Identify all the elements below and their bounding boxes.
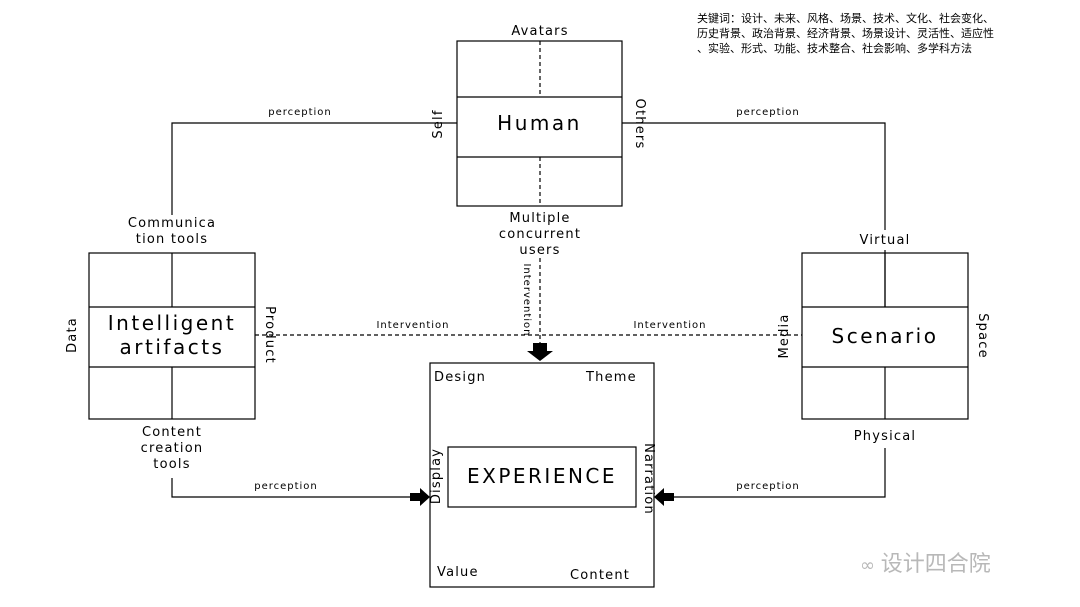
experience-top-left-label: Design <box>434 370 487 385</box>
intervention-label-right: Intervention <box>633 320 707 331</box>
artifacts-title-line-2: artifacts <box>119 335 225 359</box>
watermark: ∞ 设计四合院 <box>860 546 991 578</box>
arrowheads <box>410 343 674 506</box>
artifacts-title-line-1: Intelligent <box>107 311 237 335</box>
experience-left-label: Display <box>429 447 444 505</box>
perception-label-human-left: perception <box>268 107 332 118</box>
wechat-icon: ∞ <box>860 555 881 576</box>
artifacts-box <box>88 252 256 420</box>
intervention-connectors <box>255 258 802 343</box>
artifacts-top-line-2: tion tools <box>135 232 209 247</box>
keywords-line-2: 历史背景、政治背景、经济背景、场景设计、灵活性、适应性 <box>697 27 994 40</box>
arrow-left-into-experience <box>654 488 674 506</box>
experience-top-right-label: Theme <box>586 370 637 385</box>
scenario-bottom-label: Physical <box>853 429 917 444</box>
scenario-top-label: Virtual <box>859 233 911 248</box>
human-bottom-line-1: Multiple <box>509 211 571 226</box>
human-bottom-line-3: users <box>519 243 561 258</box>
perception-connectors <box>171 122 886 498</box>
artifacts-bottom-line-3: tools <box>153 457 191 472</box>
intervention-label-left: Intervention <box>376 320 450 331</box>
human-title: Human <box>497 111 582 135</box>
keywords-line-1: 关键词：设计、未来、风格、场景、技术、文化、社会变化、 <box>697 12 994 25</box>
arrow-right-into-experience <box>410 488 430 506</box>
artifacts-left-label: Data <box>65 317 80 353</box>
artifacts-bottom-line-1: Content <box>141 425 203 440</box>
human-bottom-line-2: concurrent <box>498 227 582 242</box>
experience-right-label: Narration <box>641 443 656 515</box>
scenario-title: Scenario <box>831 324 939 348</box>
perception-label-human-right: perception <box>736 107 800 118</box>
experience-title: EXPERIENCE <box>466 464 618 488</box>
human-left-label: Self <box>431 109 446 139</box>
arrow-down-into-experience <box>527 343 553 361</box>
perception-label-scenario: perception <box>736 481 800 492</box>
human-top-label: Avatars <box>511 24 569 39</box>
scenario-right-label: Space <box>975 313 990 359</box>
artifacts-top-line-1: Communica <box>127 216 217 231</box>
perception-label-artifacts: perception <box>254 481 318 492</box>
intervention-label-vertical: Intervention <box>521 263 532 337</box>
artifacts-bottom-line-2: creation <box>140 441 204 456</box>
experience-box <box>429 362 655 588</box>
human-right-label: Others <box>632 98 647 150</box>
artifacts-right-label: Product <box>262 306 277 364</box>
experience-bottom-left-label: Value <box>437 565 479 580</box>
watermark-text: 设计四合院 <box>880 552 991 577</box>
experience-bottom-right-label: Content <box>570 568 631 583</box>
keywords-line-3: 、实验、形式、功能、技术整合、社会影响、多学科方法 <box>697 42 972 55</box>
scenario-left-label: Media <box>777 313 792 359</box>
